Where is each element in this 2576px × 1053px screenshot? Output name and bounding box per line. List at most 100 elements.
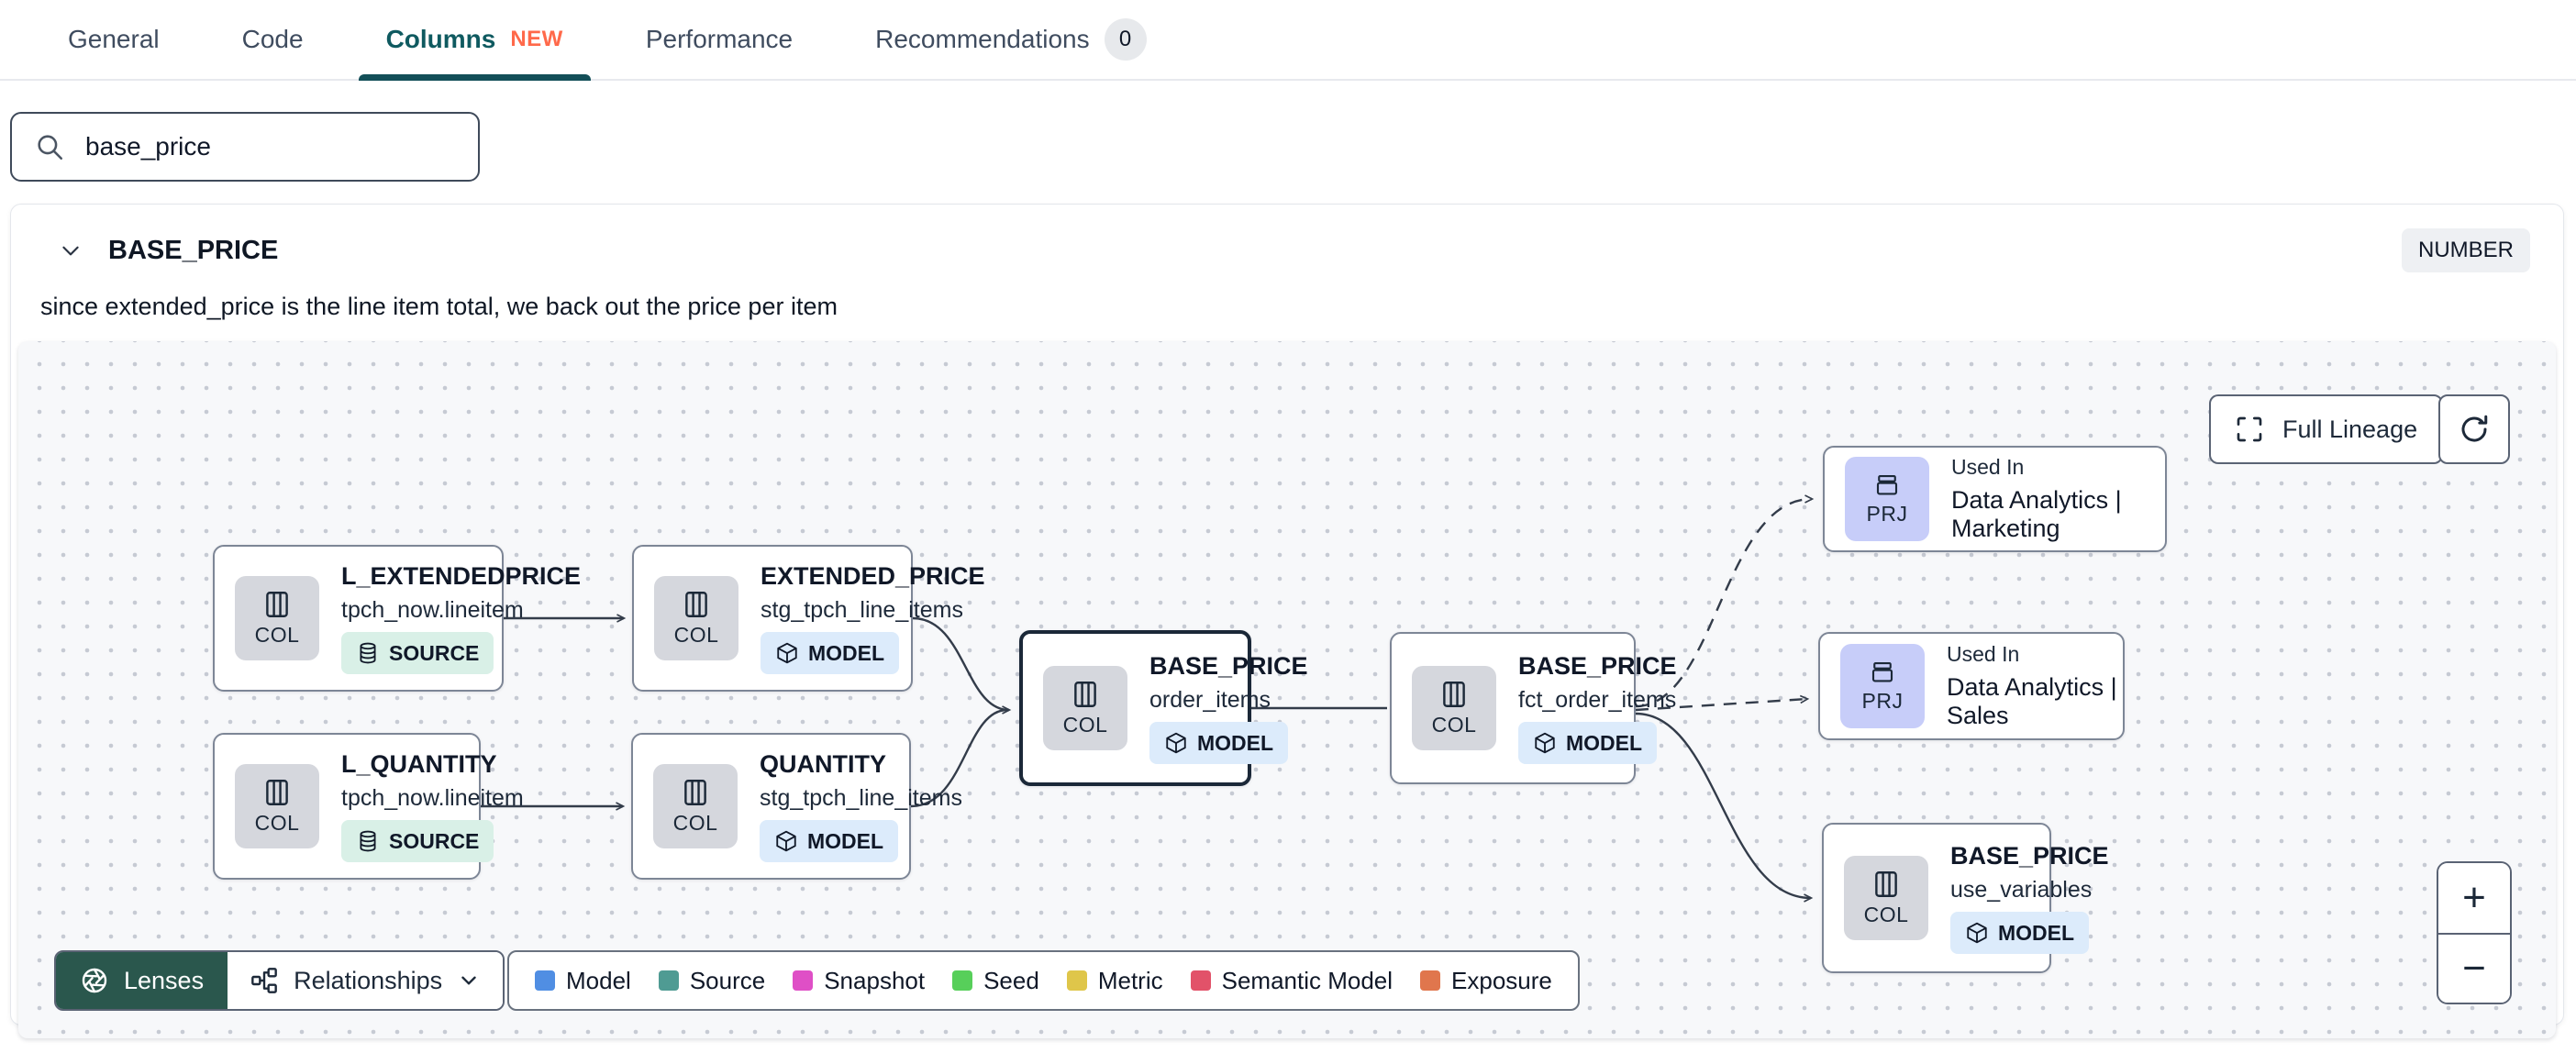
legend-label: Seed [983, 966, 1039, 994]
badge-label: SOURCE [389, 640, 480, 665]
full-lineage-button[interactable]: Full Lineage [2209, 394, 2444, 464]
column-icon-box: COL [235, 764, 319, 848]
node-title: Data Analytics | Marketing [1951, 486, 2122, 542]
model-cube-icon [1967, 922, 1987, 944]
model-cube-icon [777, 642, 797, 664]
columns-icon [685, 592, 707, 617]
columns-icon [1443, 682, 1465, 707]
node-base-price-use-variables[interactable]: COL BASE_PRICE use_variables MODEL [1822, 823, 2109, 973]
column-panel-header: BASE_PRICE NUMBER since extended_price i… [11, 205, 2563, 341]
node-extended-price[interactable]: COL EXTENDED_PRICE stg_tpch_line_items M… [632, 545, 985, 692]
node-icon-label: COL [1062, 713, 1108, 737]
lineage-canvas[interactable]: COL L_EXTENDEDPRICE tpch_now.lineitem SO… [18, 341, 2556, 1038]
legend-swatch [535, 970, 555, 991]
node-base-price-order-items[interactable]: COL BASE_PRICE order_items MODEL [1019, 630, 1308, 786]
node-title: QUANTITY [760, 750, 886, 778]
node-subtitle: use_variables [1950, 877, 2093, 903]
badge-label: SOURCE [389, 828, 480, 853]
node-l-extendedprice[interactable]: COL L_EXTENDEDPRICE tpch_now.lineitem SO… [213, 545, 581, 692]
model-badge: MODEL [1950, 912, 2090, 954]
refresh-button[interactable] [2438, 394, 2510, 464]
node-icon-label: PRJ [1861, 689, 1904, 713]
column-description: since extended_price is the line item to… [40, 293, 838, 320]
legend-swatch [1420, 970, 1441, 991]
node-title: Data Analytics | Sales [1947, 673, 2117, 729]
search-icon [38, 135, 63, 161]
legend-swatch [952, 970, 973, 991]
refresh-icon [2461, 415, 2488, 442]
project-icon [1876, 474, 1898, 495]
model-cube-icon [776, 830, 796, 852]
node-subtitle: order_items [1149, 687, 1271, 713]
aperture-icon [82, 968, 107, 993]
legend-item-source: Source [658, 966, 766, 995]
lenses-label: Lenses [124, 966, 205, 994]
node-subtitle: fct_order_items [1518, 687, 1677, 713]
tab-columns[interactable]: Columns NEW [358, 0, 592, 81]
legend-item-metric: Metric [1066, 966, 1163, 995]
badge-label: MODEL [1998, 920, 2075, 945]
columns-icon [1875, 871, 1897, 897]
tab-general[interactable]: General [40, 0, 187, 79]
chevron-down-icon [461, 976, 476, 985]
project-icon-box: PRJ [1840, 644, 1925, 728]
column-icon-box: COL [1844, 856, 1928, 940]
relationships-label: Relationships [294, 966, 443, 994]
source-badge: SOURCE [341, 820, 494, 862]
chevron-down-icon[interactable] [59, 238, 83, 262]
new-tag: NEW [510, 27, 563, 51]
legend-item-snapshot: Snapshot [793, 967, 925, 995]
tab-label: Columns [385, 25, 496, 53]
search-row [0, 81, 2576, 182]
node-title: BASE_PRICE [1518, 652, 1677, 680]
lenses-toolbar: Lenses Relationships [54, 950, 505, 1011]
column-icon-box: COL [654, 576, 738, 660]
search-box[interactable] [10, 112, 480, 182]
node-used-in-marketing[interactable]: PRJ Used In Data Analytics | Marketing [1823, 446, 2167, 552]
zoom-out-button[interactable]: − [2438, 933, 2510, 1003]
legend-label: Exposure [1451, 966, 1552, 994]
database-icon [360, 830, 376, 852]
model-cube-icon [1166, 732, 1186, 754]
column-panel: BASE_PRICE NUMBER since extended_price i… [10, 204, 2564, 1038]
node-icon-label: COL [254, 811, 300, 835]
project-icon-box: PRJ [1845, 457, 1929, 541]
zoom-in-button[interactable]: + [2438, 863, 2510, 933]
node-subtitle: stg_tpch_line_items [761, 597, 963, 623]
relationships-dropdown[interactable]: Relationships [228, 952, 504, 1009]
badge-label: MODEL [1197, 730, 1274, 755]
node-icon-label: COL [1431, 713, 1477, 737]
node-l-quantity[interactable]: COL L_QUANTITY tpch_now.lineitem SOURCE [213, 733, 524, 880]
legend-label: Metric [1097, 966, 1163, 994]
legend-swatch [1190, 970, 1211, 991]
tab-recommendations[interactable]: Recommendations 0 [848, 0, 1173, 79]
node-base-price-fct-order-items[interactable]: COL BASE_PRICE fct_order_items MODEL [1390, 632, 1677, 784]
node-type-legend: Model Source Snapshot Seed Metric Semant… [507, 950, 1580, 1011]
recommendations-count-badge: 0 [1104, 18, 1147, 61]
legend-item-semantic-model: Semantic Model [1190, 967, 1393, 995]
node-used-in-sales[interactable]: PRJ Used In Data Analytics | Sales [1818, 632, 2125, 740]
legend-item-model: Model [535, 967, 631, 995]
relationships-icon [251, 968, 277, 993]
legend-label: Snapshot [824, 966, 926, 994]
legend-label: Source [689, 966, 766, 994]
model-cube-icon [1535, 732, 1555, 754]
node-quantity[interactable]: COL QUANTITY stg_tpch_line_items MODEL [631, 733, 962, 880]
node-title: EXTENDED_PRICE [761, 562, 985, 590]
project-icon [1871, 661, 1893, 682]
tab-performance[interactable]: Performance [618, 0, 820, 79]
used-in-label: Used In [1947, 642, 2020, 666]
full-lineage-label: Full Lineage [2282, 415, 2418, 443]
model-badge: MODEL [760, 820, 899, 862]
search-input[interactable] [83, 131, 456, 162]
node-icon-label: PRJ [1866, 502, 1908, 526]
node-subtitle: tpch_now.lineitem [341, 597, 524, 623]
node-title: L_EXTENDEDPRICE [341, 562, 582, 590]
column-icon-box: COL [1043, 666, 1127, 750]
columns-icon [1074, 682, 1096, 707]
node-icon-label: COL [254, 623, 300, 647]
legend-swatch [658, 970, 679, 991]
lenses-button[interactable]: Lenses [56, 952, 228, 1009]
node-icon-label: COL [672, 811, 718, 835]
tab-code[interactable]: Code [215, 0, 331, 79]
